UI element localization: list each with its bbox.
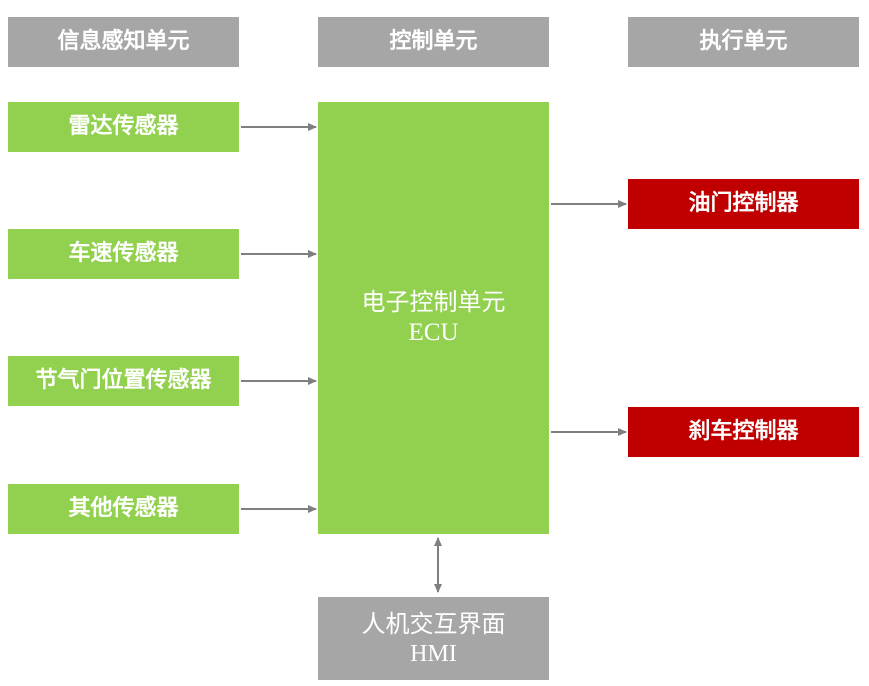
hmi-block: 人机交互界面 HMI (318, 597, 549, 680)
sensor-other: 其他传感器 (8, 484, 239, 534)
ecu-name: 电子控制单元 (361, 288, 506, 317)
ecu-abbr: ECU (408, 319, 459, 347)
actuator-brake-controller: 刹车控制器 (628, 407, 859, 457)
header-sensing-unit: 信息感知单元 (8, 17, 239, 67)
hmi-abbr: HMI (410, 640, 457, 667)
actuator-throttle-controller: 油门控制器 (628, 179, 859, 229)
sensor-radar: 雷达传感器 (8, 102, 239, 152)
sensor-throttle-position: 节气门位置传感器 (8, 356, 239, 406)
hmi-name: 人机交互界面 (361, 609, 506, 638)
header-control-unit: 控制单元 (318, 17, 549, 67)
sensor-vehicle-speed: 车速传感器 (8, 229, 239, 279)
ecu-block: 电子控制单元 ECU (318, 102, 549, 534)
header-execution-unit: 执行单元 (628, 17, 859, 67)
